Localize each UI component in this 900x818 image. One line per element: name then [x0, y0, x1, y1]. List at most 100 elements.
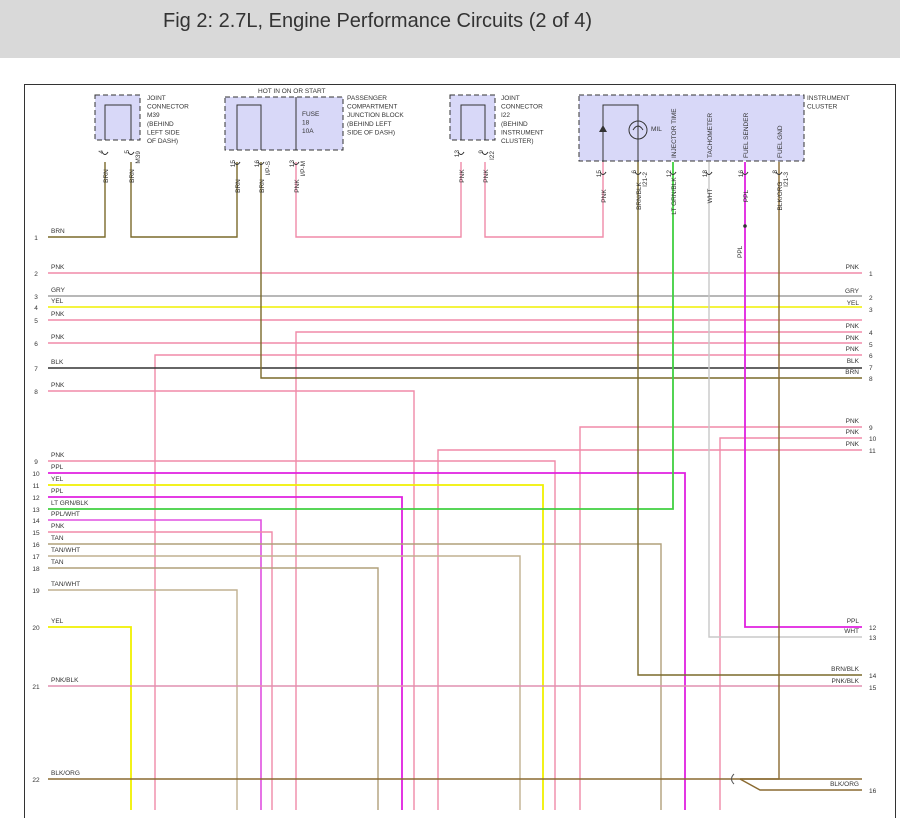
right-wire-label: GRY [845, 288, 860, 295]
right-wire-number: 16 [869, 788, 877, 795]
fuel-sender-splice-label: PPL [737, 245, 744, 258]
cluster-function-label: TACHOMETER [707, 113, 714, 158]
wire-pnk-15 [48, 531, 273, 810]
left-wire-label: PNK [51, 264, 65, 271]
right-wire-label: YEL [847, 300, 860, 307]
right-wire-label: PNK [846, 264, 860, 271]
left-wire-label: TAN/WHT [51, 547, 80, 554]
left-wire-number: 3 [34, 294, 38, 301]
left-wire-number: 18 [32, 566, 40, 573]
wire-blkorg-cluster [740, 162, 780, 780]
left-wire-label: PNK [51, 452, 65, 459]
cluster-pin-terminal [775, 171, 783, 175]
right-wire-label: BLK/ORG [830, 781, 859, 788]
left-wire-label: BLK [51, 359, 64, 366]
i22-pin-9-terminal [481, 151, 489, 155]
diagram-frame [24, 84, 896, 818]
right-wire-number: 12 [869, 625, 877, 632]
left-wire-label: YEL [51, 476, 64, 483]
m39-pin-4-number: 4 [98, 150, 105, 154]
left-wire-number: 13 [32, 507, 40, 514]
fuse-label: 10A [302, 128, 314, 135]
right-wire-label: BRN [845, 369, 859, 376]
figure-header: Fig 2: 2.7L, Engine Performance Circuits… [0, 0, 900, 58]
i22-pin-9-color: PNK [483, 169, 490, 183]
jb-pin-15-number: 15 [230, 160, 237, 168]
left-wire-number: 5 [34, 318, 38, 325]
left-wire-number: 14 [32, 518, 40, 525]
i22-label: JOINT [501, 95, 520, 102]
cluster-label: CLUSTER [807, 104, 838, 111]
left-wire-number: 6 [34, 341, 38, 348]
right-wire-label: PNK [846, 323, 860, 330]
wire-pnk-jb-i22 [295, 162, 462, 238]
left-wire-number: 19 [32, 588, 40, 595]
m39-label: JOINT [147, 95, 166, 102]
jb-pin-15-color: BRN [235, 179, 242, 193]
right-wire-number: 4 [869, 330, 873, 337]
i22-bus [460, 104, 486, 140]
right-wire-label: PNK [846, 441, 860, 448]
jb-label: (BEHIND LEFT [347, 121, 391, 128]
m39-label: CONNECTOR [147, 104, 189, 111]
cluster-function-label: FUEL SENDER [743, 112, 750, 158]
m39-label: (BEHIND [147, 121, 174, 128]
wire-ppl-10 [48, 472, 686, 810]
right-wire-number: 10 [869, 436, 877, 443]
left-wire-label: BLK/ORG [51, 770, 80, 777]
left-wire-number: 9 [34, 459, 38, 466]
jb-pin-13-color: PNK [294, 179, 301, 193]
right-wire-number: 5 [869, 342, 873, 349]
left-wire-number: 7 [34, 366, 38, 373]
cluster-connector-b: I21-3 [783, 172, 790, 187]
right-wire-number: 15 [869, 685, 877, 692]
left-wire-label: PNK [51, 311, 65, 318]
wire-pplwht-14 [48, 519, 262, 810]
left-wire-label: PPL [51, 464, 64, 471]
jb-pin-16-number: 16 [254, 160, 261, 168]
left-wire-number: 17 [32, 554, 40, 561]
wire-ppl-cluster-12 [744, 162, 862, 628]
cluster-pin-color: BLK/ORG [777, 182, 784, 211]
cluster-pin-terminal [705, 171, 713, 175]
wire-brn-jb-right-8 [260, 162, 862, 379]
wire-tanwht-19 [48, 589, 238, 810]
right-wire-label: PNK [846, 429, 860, 436]
cluster-pin-terminal [634, 171, 642, 175]
jb-pin-13-terminal [292, 161, 300, 165]
right-wire-label: PNK [846, 335, 860, 342]
right-wire-label: PNK [846, 346, 860, 353]
right-wire-number: 1 [869, 271, 873, 278]
wire-pnk-right-11 [437, 449, 862, 810]
cluster-pin-number: 18 [702, 170, 709, 178]
wire-brn-m39-pin4 [48, 162, 106, 238]
left-wire-number: 11 [33, 483, 40, 490]
wire-crossover [731, 773, 735, 785]
jb-connector-b: I/P-M [300, 161, 307, 177]
jb-pin-16-color: BRN [259, 179, 266, 193]
left-wire-label: PNK/BLK [51, 677, 79, 684]
figure-title: Fig 2: 2.7L, Engine Performance Circuits… [163, 10, 593, 32]
splice-dot [743, 224, 747, 228]
diode-icon [599, 125, 607, 132]
i22-pin-9-number: 9 [478, 150, 485, 154]
cluster-pin-color: WHT [707, 189, 714, 204]
right-wire-label: BRN/BLK [831, 666, 859, 673]
cluster-pin-color: PPL [743, 189, 750, 202]
instrument-cluster [578, 94, 805, 162]
left-wire-label: TAN [51, 559, 64, 566]
mil-lamp [628, 120, 648, 140]
cluster-pin-number: 15 [596, 170, 603, 178]
wire-ltgrn-13 [48, 162, 674, 510]
i22-connector-id: I22 [489, 151, 496, 160]
m39-bus [104, 104, 132, 140]
left-wire-label: TAN/WHT [51, 581, 80, 588]
m39-pin-4-color: BRN [103, 169, 110, 183]
left-wire-number: 21 [32, 684, 40, 691]
cluster-pin-color: LT GRN/BLK [671, 177, 678, 215]
left-wire-label: PNK [51, 523, 65, 530]
right-wire-label: PNK [846, 418, 860, 425]
i22-label: CONNECTOR [501, 104, 543, 111]
cluster-pin-terminal [741, 171, 749, 175]
cluster-pin-terminal [669, 171, 677, 175]
